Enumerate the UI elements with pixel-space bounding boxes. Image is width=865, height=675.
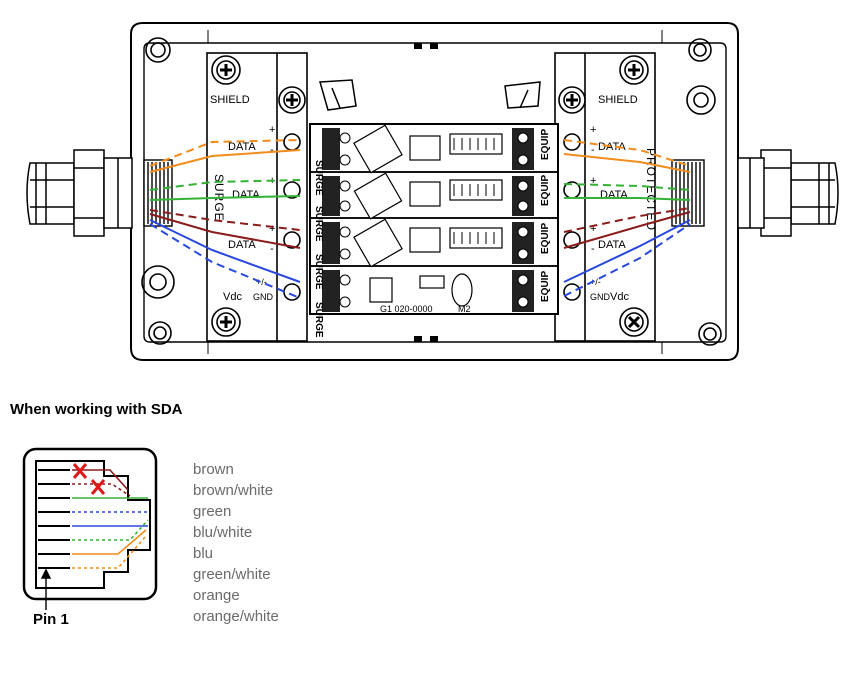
minus-label-left-3: - [270, 243, 274, 255]
connector-caption: When working with SDA [10, 401, 183, 418]
pcb-surge-label-2: SURGE [313, 206, 324, 242]
list-item: green/white [193, 564, 279, 585]
minus-label-right-3: - [591, 243, 595, 255]
plus-label-right-1: + [590, 124, 596, 136]
wire-color-list: brown brown/white green blu/white blu gr… [193, 459, 279, 627]
pcb-code: G1 020-0000 [380, 304, 433, 314]
data-label-left-1: DATA [228, 141, 256, 153]
gnd-label-left: GND [253, 292, 274, 302]
cable-gland-left [27, 150, 132, 236]
shield-label-left: SHIELD [210, 94, 250, 106]
list-item: blu [193, 543, 279, 564]
gnd-label-right: GND [590, 292, 611, 302]
shield-label-right: SHIELD [598, 94, 638, 106]
list-item: orange [193, 585, 279, 606]
data-label-left-3: DATA [228, 239, 256, 251]
screw-icon [279, 87, 305, 113]
pcb-equip-label-4: EQUIP [540, 271, 551, 302]
pcb-surge-label-3: SURGE [313, 254, 324, 290]
list-item: brown/white [193, 480, 279, 501]
pcb-equip-label-3: EQUIP [540, 223, 551, 254]
plusminus-label-left: +/- [256, 277, 267, 287]
cable-gland-right [738, 150, 838, 236]
pcb-surge-label-1: SURGE [313, 160, 324, 196]
rj45-connector-icon [24, 449, 156, 610]
data-label-right-3: DATA [598, 239, 626, 251]
screw-icon [212, 308, 240, 336]
plus-label-left-3: + [269, 223, 275, 235]
list-item: brown [193, 459, 279, 480]
pcb-equip-label-1: EQUIP [540, 129, 551, 160]
screw-icon [620, 308, 648, 336]
ground-lugs [320, 80, 540, 110]
tabs-bottom [414, 336, 438, 342]
pin-1-label: Pin 1 [33, 611, 69, 628]
pcb-m2: M2 [458, 304, 471, 314]
screw-icon [212, 56, 240, 84]
mounting-hole-top-left [146, 38, 170, 62]
list-item: orange/white [193, 606, 279, 627]
screw-icon [620, 56, 648, 84]
mounting-hole-top-right [687, 39, 715, 114]
pcb-equip-label-2: EQUIP [540, 175, 551, 206]
pcb-board [310, 124, 558, 314]
list-item: green [193, 501, 279, 522]
vdc-label-right: Vdc [610, 291, 629, 303]
pcb-surge-label-4: SURGE [313, 302, 324, 338]
tabs-top [414, 43, 438, 49]
protected-vertical-label: PROTECTED [644, 148, 658, 231]
vdc-label-left: Vdc [223, 291, 242, 303]
screw-icon [559, 87, 585, 113]
list-item: blu/white [193, 522, 279, 543]
data-label-right-2: DATA [600, 189, 628, 201]
plus-label-left-1: + [269, 124, 275, 136]
mounting-hole-bottom-left [142, 266, 174, 344]
data-label-left-2: DATA [232, 189, 260, 201]
minus-label-left-1: - [270, 144, 274, 156]
minus-label-right-1: - [591, 144, 595, 156]
